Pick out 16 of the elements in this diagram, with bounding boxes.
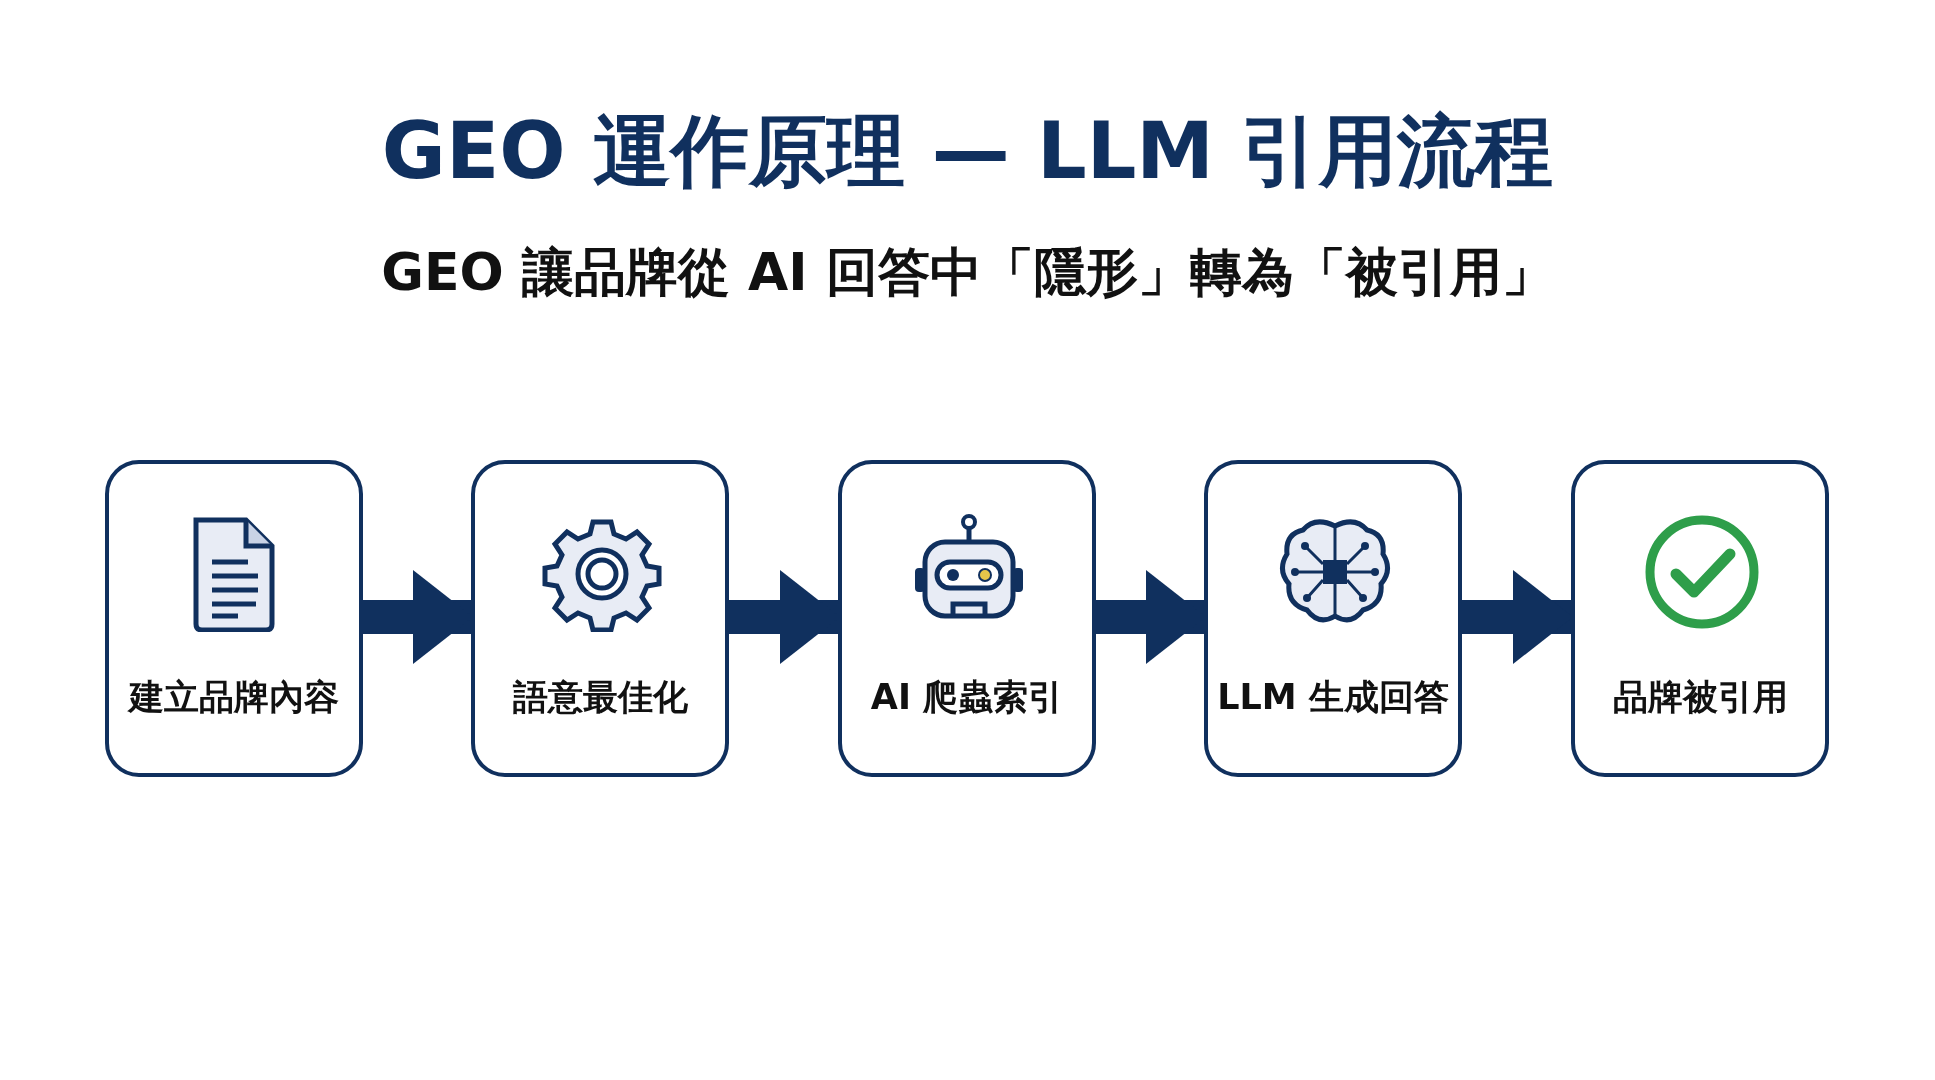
process-box <box>1204 460 1462 777</box>
process-box <box>1571 460 1829 777</box>
node-label: LLM 生成回答 <box>1216 676 1450 719</box>
process-box <box>471 460 729 777</box>
arrow <box>1096 570 1206 664</box>
node-label: 語意最佳化 <box>511 676 689 719</box>
node-label: 建立品牌內容 <box>126 676 340 719</box>
arrow <box>729 570 840 664</box>
title: GEO 運作原理 — LLM 引用流程 <box>381 106 1554 196</box>
node-label: AI 爬蟲索引 <box>869 676 1065 719</box>
process-box <box>105 460 363 777</box>
node-label: 品牌被引用 <box>1611 676 1789 719</box>
arrow <box>1462 570 1573 664</box>
subtitle: GEO 讓品牌從 AI 回答中「隱形」轉為「被引用」 <box>381 242 1554 302</box>
process-box <box>838 460 1096 777</box>
arrow <box>363 570 473 664</box>
